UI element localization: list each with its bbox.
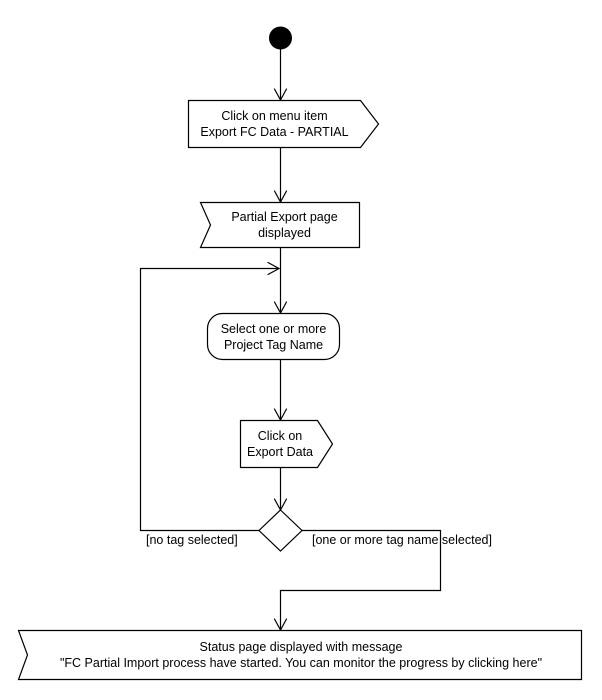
receive-signal-status-page (17, 629, 583, 681)
edge-decision-to-status-page (273, 529, 442, 632)
send-signal-click-export-data (239, 419, 334, 469)
action-select-project-tags (206, 312, 341, 361)
send-signal-click-menu-item (187, 99, 380, 149)
edge-start-to-click-menu (273, 49, 288, 102)
initial-node (269, 26, 292, 50)
edge-partial-export-to-select-tags (273, 248, 288, 315)
edge-click-menu-to-partial-export (273, 148, 288, 204)
edge-click-export-to-decision (273, 468, 288, 512)
receive-signal-partial-export-page (199, 201, 361, 249)
edge-loop-no-tag-selected (139, 261, 281, 532)
edge-select-tags-to-click-export (273, 360, 288, 422)
decision-node (258, 509, 303, 552)
